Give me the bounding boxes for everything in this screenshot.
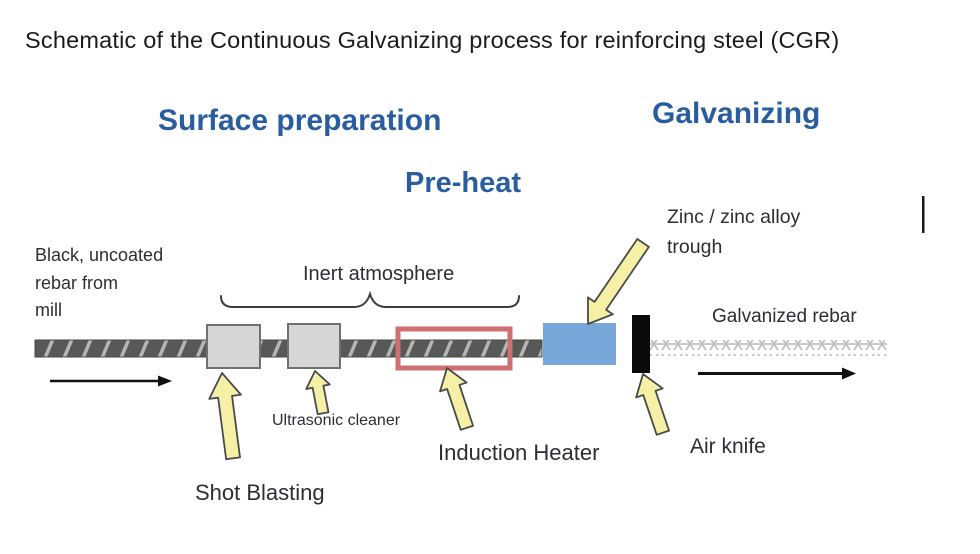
label-black-uncoated-rebar: Black, uncoated rebar from mill xyxy=(35,245,164,320)
label-inert-atmosphere: Inert atmosphere xyxy=(303,263,455,285)
label-zinc-trough: Zinc / zinc alloy trough xyxy=(667,206,801,258)
flow-arrow-right-icon xyxy=(698,367,856,380)
ultrasonic-pointer-arrow-icon xyxy=(305,370,331,416)
page-title: Schematic of the Continuous Galvanizing … xyxy=(25,27,840,53)
air-knife-bar xyxy=(632,315,650,373)
shot-blasting-box xyxy=(206,324,261,369)
shot-blasting-pointer-arrow-icon xyxy=(208,372,242,461)
label-galvanized-rebar: Galvanized rebar xyxy=(712,306,857,327)
label-shot-blasting: Shot Blasting xyxy=(195,480,325,505)
induction-heater-pointer-arrow-icon xyxy=(439,367,474,431)
section-heading-pre-heat: Pre-heat xyxy=(405,167,522,199)
section-heading-surface-preparation: Surface preparation xyxy=(158,104,442,137)
label-ultrasonic-cleaner: Ultrasonic cleaner xyxy=(272,412,401,429)
flow-arrow-left-icon xyxy=(50,375,172,387)
inert-atmosphere-brace xyxy=(220,290,520,308)
ultrasonic-cleaner-box xyxy=(287,323,341,369)
section-heading-galvanizing: Galvanizing xyxy=(652,97,821,130)
label-air-knife: Air knife xyxy=(690,435,766,458)
zinc-trough-pointer-arrow-icon xyxy=(587,238,650,325)
galvanized-rebar-strand xyxy=(650,340,887,356)
air-knife-pointer-arrow-icon xyxy=(635,373,670,436)
induction-heater-coil xyxy=(395,326,513,371)
label-induction-heater: Induction Heater xyxy=(438,440,600,465)
zinc-trough-box xyxy=(543,323,616,365)
text-cursor xyxy=(922,196,925,233)
